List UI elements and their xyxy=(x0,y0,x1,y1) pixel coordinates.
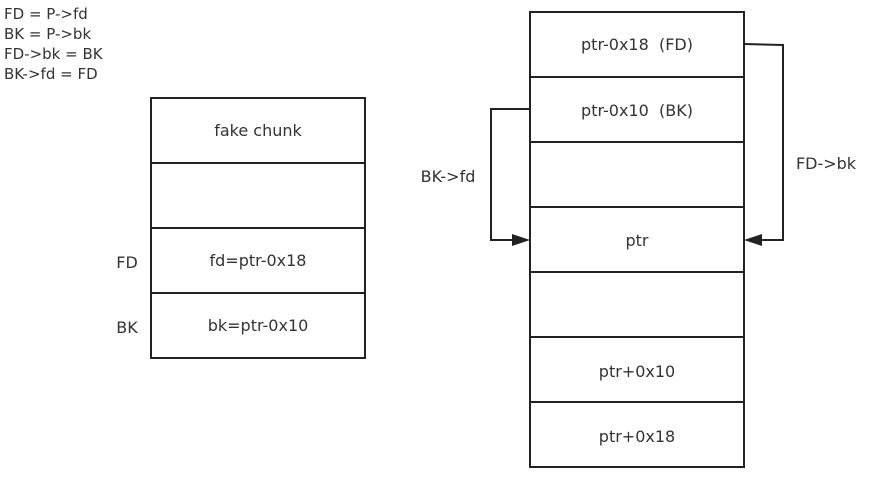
fake-chunk-cell-fd xyxy=(150,227,366,294)
note-bk-fd-assignment: BK->fd = FD xyxy=(4,65,98,83)
bk-fd-connector: BK->fd xyxy=(421,108,530,246)
memory-cell-label-ptr-plus-0x18: ptr+0x18 xyxy=(599,427,675,446)
bk-fd-label: BK->fd xyxy=(421,167,476,186)
memory-cell-label-ptr-minus-0x10: ptr-0x10 (BK) xyxy=(581,101,693,120)
memory-cell-empty-upper xyxy=(529,141,745,208)
memory-cell-label-ptr-minus-0x18: ptr-0x18 (FD) xyxy=(581,35,693,54)
fake-chunk-side-label-fd: FD xyxy=(116,253,138,272)
fd-bk-label: FD->bk xyxy=(796,154,857,173)
fake-chunk-cell-label-bk: bk=ptr-0x10 xyxy=(208,316,309,335)
memory-cell-label-ptr-plus-0x10: ptr+0x10 xyxy=(599,362,675,381)
fake-chunk-cell-label-header: fake chunk xyxy=(214,121,302,140)
fake-chunk-side-label-bk: BK xyxy=(116,318,138,337)
fake-chunk-cell-label-fd: fd=ptr-0x18 xyxy=(210,251,307,270)
note-fd-definition: FD = P->fd xyxy=(4,5,88,23)
fake-chunk-cell-header xyxy=(150,97,366,164)
notes: FD = P->fd BK = P->bk FD->bk = BK BK->fd… xyxy=(4,5,104,83)
memory-cell-label-ptr: ptr xyxy=(625,231,648,250)
memory-cell-ptr-plus-0x18 xyxy=(529,401,745,468)
fake-chunk-cell-bk xyxy=(150,292,366,359)
fd-bk-arrowhead xyxy=(744,234,762,246)
fd-bk-connector-line xyxy=(743,43,784,241)
memory-stack: ptr-0x18 (FD) ptr-0x10 (BK) ptr ptr+0x10… xyxy=(529,11,745,468)
bk-fd-arrowhead xyxy=(512,234,530,246)
bk-fd-connector-line xyxy=(490,108,530,241)
fd-bk-connector: FD->bk xyxy=(743,43,857,246)
fake-chunk-stack: fake chunk fd=ptr-0x18 bk=ptr-0x10 FD BK xyxy=(116,97,366,359)
note-bk-definition: BK = P->bk xyxy=(4,25,91,43)
fake-chunk-cell-empty xyxy=(150,162,366,229)
memory-cell-ptr xyxy=(529,206,745,273)
memory-cell-empty-lower xyxy=(529,271,745,338)
note-fd-bk-assignment: FD->bk = BK xyxy=(4,45,104,63)
